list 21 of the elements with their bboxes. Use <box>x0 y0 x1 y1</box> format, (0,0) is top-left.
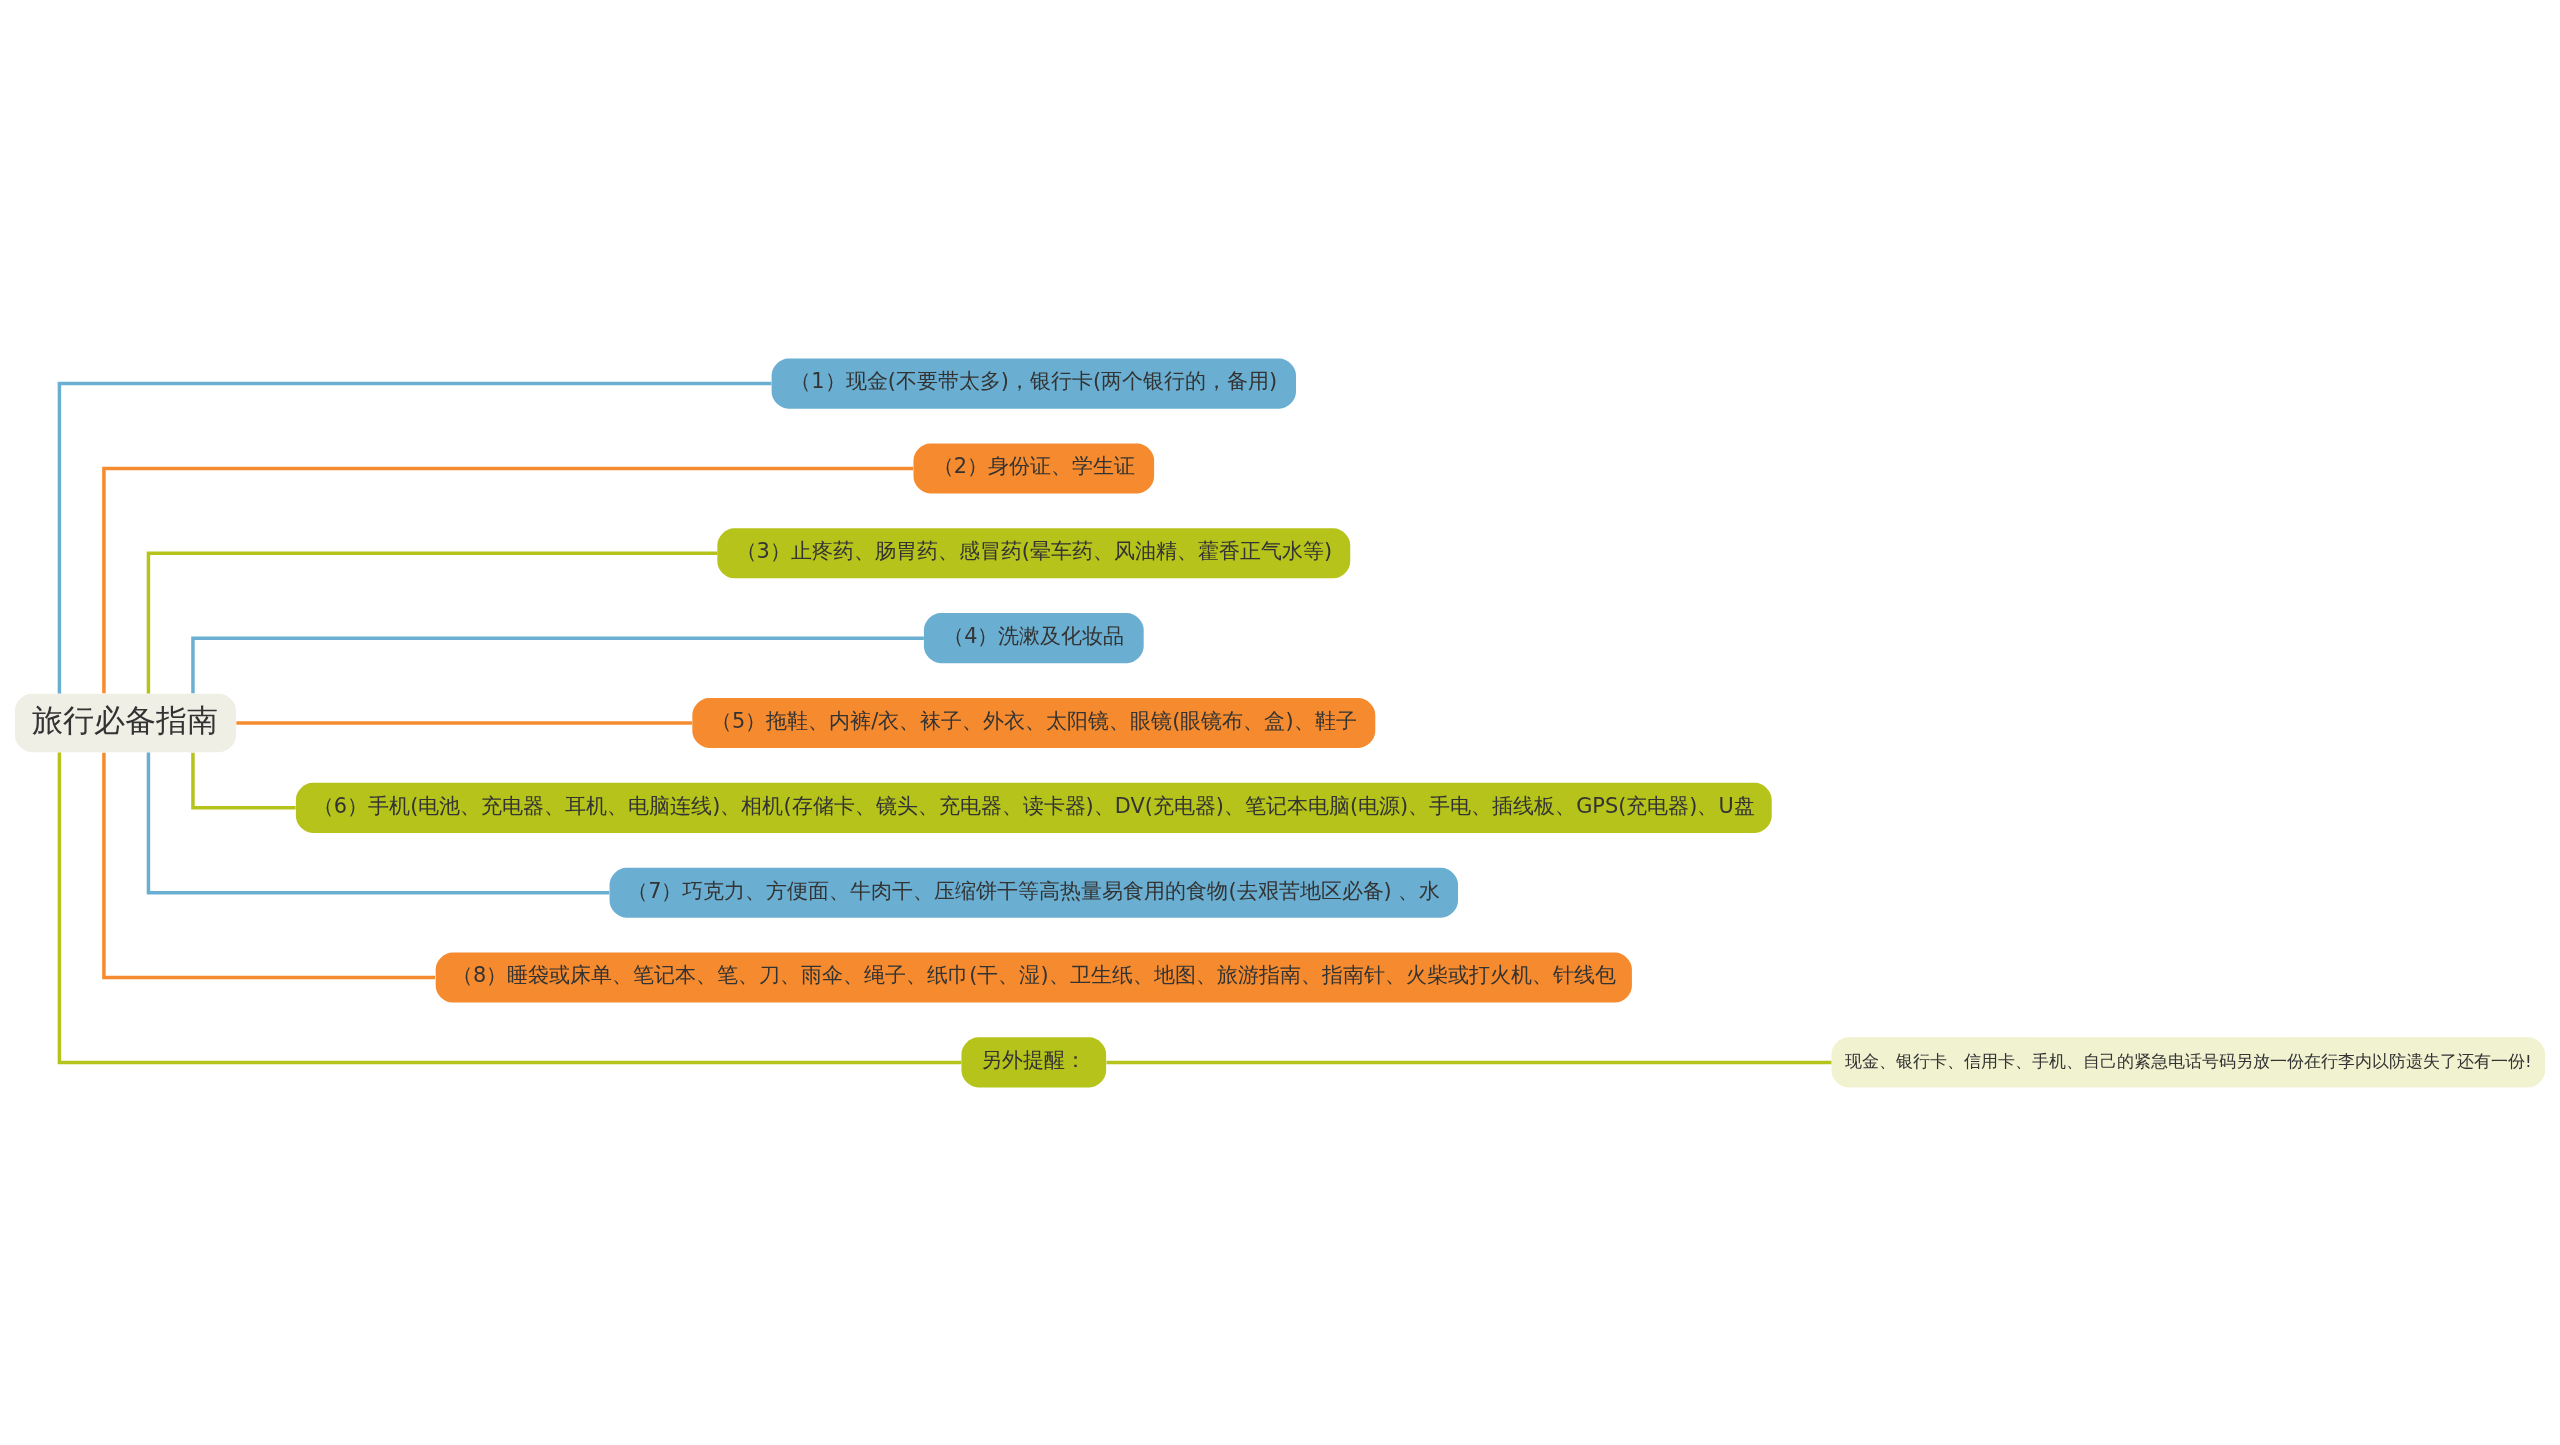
connector <box>146 752 610 894</box>
connector <box>102 752 436 979</box>
connector <box>57 381 772 693</box>
node-box: 现金、银行卡、信用卡、手机、自己的紧急电话号码另放一份在行李内以防遗失了还有一份! <box>1831 1036 2546 1087</box>
connector <box>236 720 692 725</box>
node-box: （4）洗漱及化妆品 <box>923 612 1144 663</box>
node-box: （5）拖鞋、内裤/衣、袜子、外衣、太阳镜、眼镜(眼镜布、盒)、鞋子 <box>692 697 1376 748</box>
node-box: 另外提醒： <box>961 1036 1107 1087</box>
node-box: 旅行必备指南 <box>14 693 237 752</box>
connector <box>102 466 914 693</box>
node-box: （3）止疼药、肠胃药、感冒药(晕车药、风油精、藿香正气水等) <box>717 527 1351 578</box>
connector <box>191 635 924 693</box>
connector <box>1106 1060 1832 1064</box>
node-box: （6）手机(电池、充电器、耳机、电脑连线)、相机(存储卡、镜头、充电器、读卡器)、DV(充电器)、笔记本电脑(电源)、手电、插线板、GPS(充电器)、U盘 <box>295 782 1772 833</box>
connector <box>57 752 962 1064</box>
node-box: （7）巧克力、方便面、牛肉干、压缩饼干等高热量易食用的食物(去艰苦地区必备) 、水 <box>609 867 1459 918</box>
connector <box>191 752 296 810</box>
node-box: （1）现金(不要带太多)，银行卡(两个银行的，备用) <box>771 358 1296 409</box>
node-box: （8）睡袋或床单、笔记本、笔、刀、雨伞、绳子、纸巾(干、湿)、卫生纸、地图、旅游指南、指南针、火柴或打火机、针线包 <box>435 952 1632 1003</box>
connector <box>146 551 718 693</box>
node-box: （2）身份证、学生证 <box>913 442 1155 493</box>
